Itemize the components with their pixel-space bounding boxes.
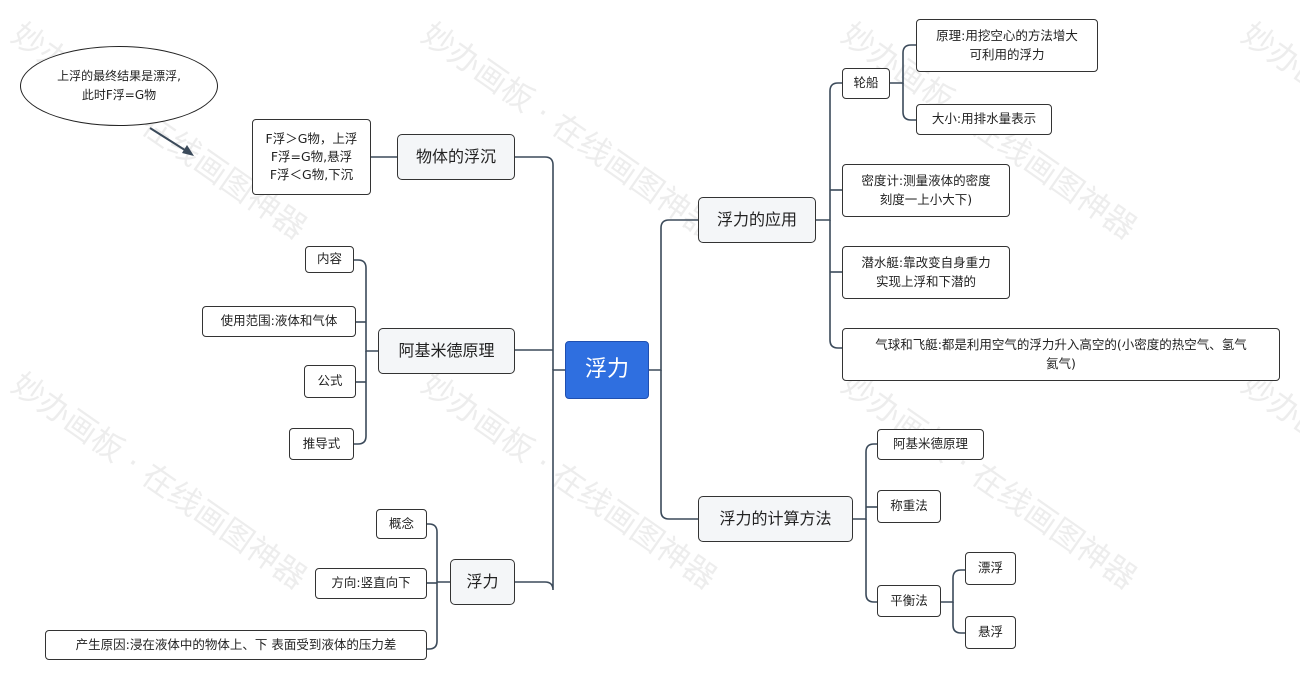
ship-size[interactable]: 大小:用排水量表示 (916, 104, 1052, 135)
application-balloon[interactable]: 气球和飞艇:都是利用空气的浮力升入高空的(小密度的热空气、氢气 氦气) (842, 328, 1280, 381)
buoyancy-item-cause[interactable]: 产生原因:浸在液体中的物体上、下 表面受到液体的压力差 (45, 630, 427, 660)
branch-archimedes[interactable]: 阿基米德原理 (378, 328, 515, 374)
calculation-archimedes[interactable]: 阿基米德原理 (877, 429, 984, 460)
application-ship[interactable]: 轮船 (842, 68, 890, 99)
calculation-weighing[interactable]: 称重法 (877, 490, 941, 523)
branch-sink-float[interactable]: 物体的浮沉 (397, 134, 515, 180)
application-submarine[interactable]: 潜水艇:靠改变自身重力 实现上浮和下潜的 (842, 246, 1010, 299)
root-node[interactable]: 浮力 (565, 341, 649, 399)
ship-principle[interactable]: 原理:用挖空心的方法增大 可利用的浮力 (916, 19, 1098, 72)
balance-item-floating[interactable]: 漂浮 (965, 552, 1016, 585)
buoyancy-item-concept[interactable]: 概念 (376, 509, 427, 539)
archimedes-item-scope[interactable]: 使用范围:液体和气体 (202, 306, 356, 337)
application-hydrometer[interactable]: 密度计:测量液体的密度 刻度一上小大下) (842, 164, 1010, 217)
archimedes-item-formula[interactable]: 公式 (304, 365, 356, 398)
buoyancy-item-direction[interactable]: 方向:竖直向下 (315, 568, 427, 599)
branch-buoyancy[interactable]: 浮力 (450, 559, 515, 605)
sink-float-detail[interactable]: F浮＞G物，上浮 F浮=G物,悬浮 F浮＜G物,下沉 (252, 119, 371, 195)
callout-note[interactable]: 上浮的最终结果是漂浮, 此时F浮=G物 (20, 46, 218, 126)
branch-calculation[interactable]: 浮力的计算方法 (698, 496, 853, 542)
archimedes-item-content[interactable]: 内容 (305, 246, 354, 273)
calculation-balance[interactable]: 平衡法 (877, 585, 941, 617)
archimedes-item-derivation[interactable]: 推导式 (289, 428, 354, 460)
branch-application[interactable]: 浮力的应用 (698, 197, 816, 243)
balance-item-suspended[interactable]: 悬浮 (965, 616, 1016, 649)
